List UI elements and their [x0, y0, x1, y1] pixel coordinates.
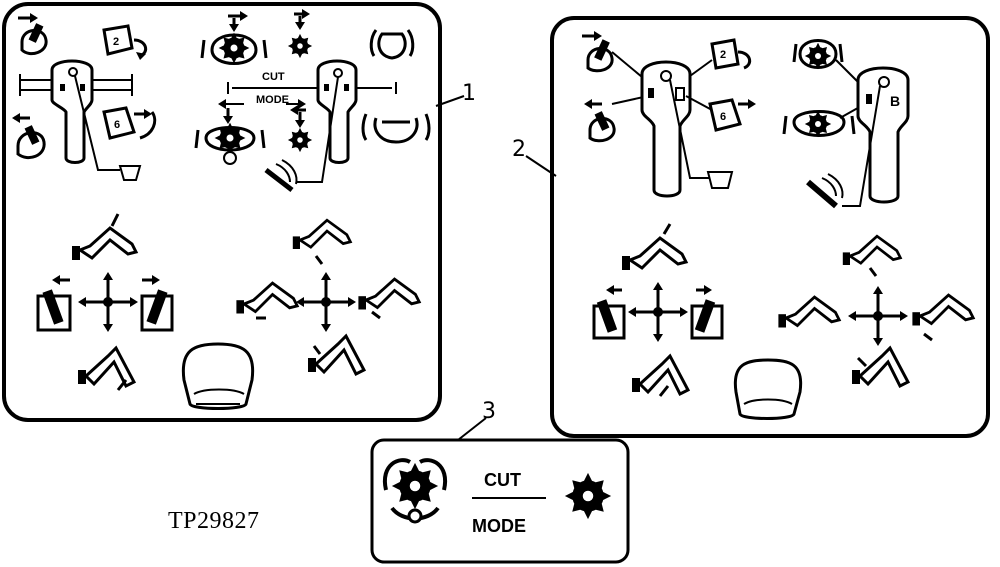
figure-id: TP29827 — [168, 508, 260, 534]
vibration-icon-p2 — [806, 173, 844, 209]
callout-2: 2 — [512, 137, 526, 162]
joystick-left — [19, 59, 142, 181]
mode-label-panel1: MODE — [256, 94, 289, 106]
panel-3: CUT MODE — [370, 438, 630, 564]
cross-control-right — [234, 270, 421, 334]
callout-3: 3 — [482, 399, 496, 424]
wrench-icon-bottom-left — [12, 113, 46, 159]
vibration-icon-panel1 — [264, 159, 298, 192]
panel-1: 2 6 — [2, 2, 442, 422]
saw-rotate-icon-top — [200, 11, 268, 65]
cab-rotate-icon-top: 2 — [102, 24, 148, 60]
svg-text:2: 2 — [113, 36, 119, 48]
lever-letter-b: B — [890, 93, 900, 109]
cab-rotate-icon-bottom: 6 — [102, 106, 157, 140]
joystick-p2-left — [640, 59, 734, 198]
callout-1: 1 — [462, 81, 476, 106]
seat-icon-p2 — [733, 358, 803, 420]
saw-icon-small-top — [287, 9, 313, 59]
saw-mode-icon-left — [382, 458, 448, 524]
panel-2: 2 6 B — [550, 16, 990, 438]
seat-icon — [181, 342, 255, 410]
cut-label-panel1: CUT — [262, 71, 285, 83]
cut-label-panel3: CUT — [484, 470, 521, 490]
wrench-icon-p2-top — [582, 31, 649, 83]
saw-icon-p2-bottom — [782, 99, 873, 138]
leader-line-2 — [525, 155, 557, 177]
wrench-icon-top-left — [18, 13, 48, 56]
cross-control-p2-right — [776, 284, 975, 348]
head-tilt-icon-bottom — [361, 113, 431, 144]
cab-rotate-icon-p2-top: 2 — [710, 38, 752, 70]
joystick-right-panel1 — [296, 59, 358, 183]
boom-lower-icon-p2-left — [632, 353, 691, 397]
leader-line-1 — [435, 95, 465, 107]
leader-line-3 — [457, 417, 487, 441]
head-tilt-icon-top — [369, 29, 415, 60]
saw-rotate-icon-bottom — [194, 108, 266, 165]
svg-text:2: 2 — [720, 49, 726, 61]
cab-rotate-icon-p2-bottom: 6 — [708, 98, 756, 132]
svg-text:6: 6 — [114, 119, 120, 131]
svg-text:6: 6 — [720, 111, 726, 123]
saw-icon-small-bottom — [287, 105, 313, 153]
cross-control-p2-left — [592, 280, 724, 344]
joystick-p2-right: B — [842, 66, 910, 207]
boom-lower-icon-right — [308, 333, 367, 377]
mode-label-panel3: MODE — [472, 516, 526, 536]
cross-control-left — [36, 270, 174, 334]
boom-lower-icon-left — [78, 345, 137, 391]
boom-lower-icon-p2-right — [852, 345, 911, 389]
